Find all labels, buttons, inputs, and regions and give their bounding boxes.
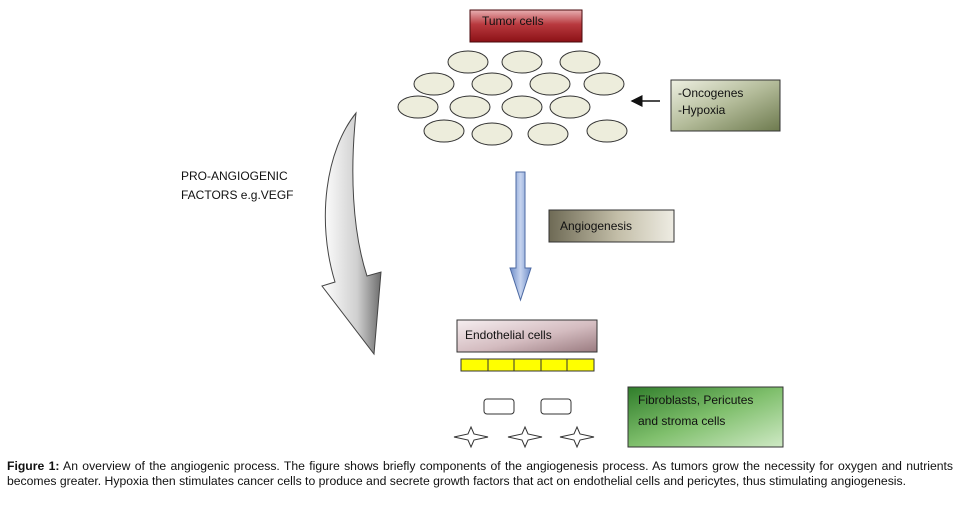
tumor-cell bbox=[583, 72, 625, 96]
tumor-cell bbox=[471, 122, 513, 146]
tumor-cells-label: Tumor cells bbox=[482, 14, 544, 28]
pericyte-cell bbox=[483, 398, 515, 415]
endothelial-segment bbox=[513, 358, 542, 372]
pericyte-cell bbox=[540, 398, 572, 415]
fibroblasts-label-line2: and stroma cells bbox=[638, 414, 725, 428]
angiogenesis-box bbox=[548, 209, 675, 243]
tumor-cells-cluster bbox=[397, 50, 628, 146]
tumor-cell bbox=[397, 95, 439, 119]
tumor-cell bbox=[471, 72, 513, 96]
oncogenes-label: -Oncogenes bbox=[678, 86, 743, 100]
pro-angiogenic-label-line1: PRO-ANGIOGENIC bbox=[181, 169, 288, 183]
endothelial-strip bbox=[460, 358, 595, 372]
tumor-cell bbox=[423, 119, 465, 143]
tumor-cell bbox=[527, 122, 569, 146]
oncogenes-hypoxia-box bbox=[670, 79, 781, 132]
tumor-cells-box bbox=[469, 9, 583, 43]
endothelial-cells-label: Endothelial cells bbox=[465, 328, 552, 342]
tumor-cell bbox=[549, 95, 591, 119]
fibroblasts-box bbox=[627, 386, 784, 448]
curved-arrow bbox=[321, 111, 382, 356]
endothelial-cells-box bbox=[456, 319, 598, 353]
fibroblasts-label-line1: Fibroblasts, Pericutes bbox=[638, 393, 753, 407]
tumor-cell bbox=[447, 50, 489, 74]
tumor-cell bbox=[529, 72, 571, 96]
star-cell bbox=[453, 425, 489, 449]
endothelial-segment bbox=[460, 358, 489, 372]
angiogenesis-label: Angiogenesis bbox=[560, 219, 632, 233]
endothelial-segment bbox=[540, 358, 568, 372]
tumor-cell bbox=[586, 119, 628, 143]
tumor-cell bbox=[413, 72, 455, 96]
pro-angiogenic-label-line2: FACTORS e.g.VEGF bbox=[181, 188, 293, 202]
star-cell bbox=[559, 425, 595, 449]
tumor-cell bbox=[559, 50, 601, 74]
tumor-cell bbox=[501, 50, 543, 74]
star-cell bbox=[507, 425, 543, 449]
endothelial-segment bbox=[487, 358, 515, 372]
figure-caption-text: An overview of the angiogenic process. T… bbox=[7, 459, 953, 488]
endothelial-segment bbox=[566, 358, 595, 372]
figure-caption: Figure 1: An overview of the angiogenic … bbox=[7, 459, 953, 489]
stroma-stars bbox=[453, 425, 595, 449]
down-arrow bbox=[509, 171, 532, 302]
figure-caption-label: Figure 1: bbox=[7, 459, 60, 473]
hypoxia-label: -Hypoxia bbox=[678, 103, 726, 117]
tumor-cell bbox=[449, 95, 491, 119]
tumor-cell bbox=[501, 95, 543, 119]
